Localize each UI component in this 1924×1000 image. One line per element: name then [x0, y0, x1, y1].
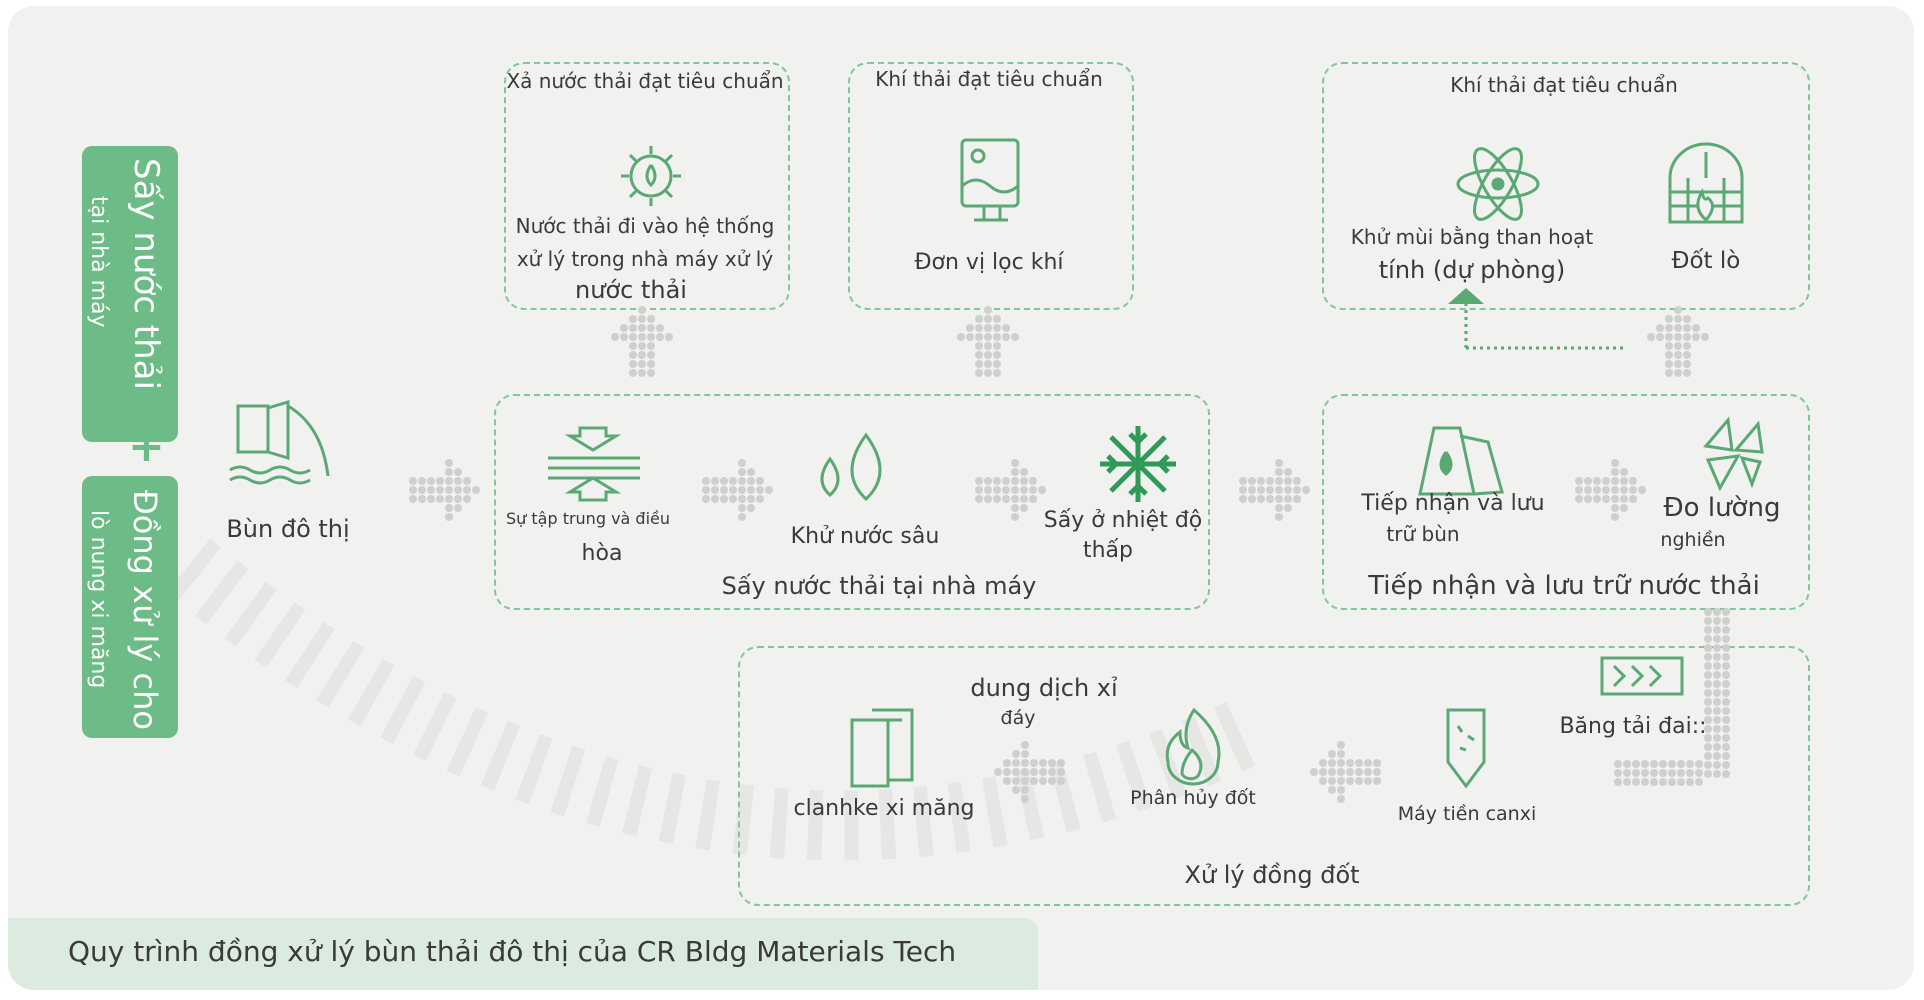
- drying-step1-line2: hòa: [581, 541, 623, 566]
- drying-step3-line1: Sấy ở nhiệt độ: [1043, 508, 1203, 533]
- output-gas2-box: [1322, 62, 1810, 310]
- side-panel-top: Sấy nước thải tại nhà máy: [82, 146, 178, 442]
- output-wastewater-line3: nước thải: [575, 276, 687, 304]
- snowflake-icon: [1100, 426, 1176, 502]
- side-bottom-subtitle: lò nung xi măng: [86, 510, 111, 689]
- storage-box: [1322, 394, 1810, 610]
- atom-icon: [1456, 147, 1540, 221]
- sludge-pipe-icon: [229, 399, 330, 485]
- coprocess-decompose: Phân hủy đốt: [1130, 787, 1256, 809]
- coprocess-box: [738, 646, 1810, 906]
- arrow-up-gas: [957, 306, 1019, 377]
- output-gas2-title: Khí thải đạt tiêu chuẩn: [1450, 73, 1678, 97]
- storage-step2-line1: Đo lường: [1663, 493, 1781, 523]
- arrow-decompose-to-clinker: [994, 741, 1065, 803]
- crusher-icon: [1703, 416, 1764, 492]
- storage-step2-line2: nghiền: [1660, 529, 1726, 551]
- background-arc: [166, 538, 1273, 861]
- coprocess-precalciner: Máy tiền canxi: [1397, 803, 1537, 825]
- output-gas2-deodorize-line1: Khử mùi bằng than hoạt: [1350, 225, 1594, 249]
- drying-step2: Khử nước sâu: [790, 524, 940, 549]
- arrow-up-furnace: [1647, 306, 1709, 377]
- side-top-subtitle: tại nhà máy: [86, 196, 111, 328]
- drying-step3-line2: thấp: [1082, 538, 1133, 563]
- water-gear-icon: [621, 146, 681, 206]
- output-wastewater-line1: Nước thải đi vào hệ thống: [515, 214, 775, 238]
- coprocess-clinker: clanhke xi măng: [793, 796, 975, 821]
- press-icon: [548, 426, 640, 502]
- deodorize-bypass-arrow: [1448, 288, 1624, 350]
- storage-step1-line2: trữ bùn: [1386, 522, 1460, 546]
- drying-title: Sấy nước thải tại nhà máy: [721, 572, 1037, 600]
- storage-title: Tiếp nhận và lưu trữ nước thải: [1368, 571, 1760, 601]
- coprocess-conveyor: Băng tải đai::: [1559, 714, 1707, 739]
- output-wastewater-title: Xả nước thải đạt tiêu chuẩn: [506, 69, 784, 93]
- start-label: Bùn đô thị: [226, 515, 350, 543]
- output-wastewater-box: [504, 62, 790, 310]
- output-gas2-deodorize-line2: tính (dự phòng): [1378, 256, 1566, 284]
- precalciner-icon: [1446, 708, 1486, 789]
- arrow-up-wastewater: [611, 306, 673, 377]
- arrow-storage-to-conveyor: [1614, 608, 1730, 786]
- arrow-drying-1-2: [702, 459, 773, 521]
- coprocess-liquid-line2: đáy: [1000, 707, 1036, 729]
- arrow-start-to-drying: [409, 459, 480, 521]
- silo-icon: [1418, 426, 1504, 496]
- coprocess-title: Xử lý đồng đốt: [1184, 861, 1360, 889]
- arrow-storage-1-2: [1575, 459, 1646, 521]
- storage-step1-line1: Tiếp nhận và lưu: [1361, 491, 1545, 516]
- water-drops-icon: [820, 432, 882, 502]
- coprocess-liquid-line1: dung dịch xỉ: [970, 674, 1118, 702]
- drying-box: [494, 394, 1210, 610]
- arrow-precalciner-to-decompose: [1310, 741, 1381, 803]
- clinker-icon: [850, 708, 914, 788]
- side-top-title: Sấy nước thải: [126, 158, 166, 390]
- drying-step1-line1: Sự tập trung và điều: [505, 509, 671, 528]
- flame-icon: [1165, 707, 1221, 786]
- flow-arrows: [409, 306, 1730, 803]
- output-wastewater-line2: xử lý trong nhà máy xử lý: [516, 247, 774, 271]
- output-gas-label: Đơn vị lọc khí: [914, 250, 1064, 275]
- arrow-drying-2-3: [975, 459, 1046, 521]
- conveyor-icon: [1600, 656, 1684, 696]
- air-filter-icon: [960, 138, 1020, 222]
- footer-caption: Quy trình đồng xử lý bùn thải đô thị của…: [68, 935, 957, 968]
- arrow-drying-to-storage: [1239, 459, 1310, 521]
- side-bottom-title: Đồng xử lý cho: [126, 490, 164, 730]
- diagram-canvas: Sấy nước thải tại nhà máy + Đồng xử lý c…: [8, 6, 1914, 990]
- output-gas2-furnace-label: Đốt lò: [1671, 248, 1741, 274]
- side-plus: +: [128, 421, 165, 472]
- footer-banner: Quy trình đồng xử lý bùn thải đô thị của…: [8, 918, 1038, 990]
- output-gas-title: Khí thải đạt tiêu chuẩn: [875, 67, 1103, 91]
- furnace-icon: [1668, 142, 1744, 224]
- side-panel-bottom: Đồng xử lý cho lò nung xi măng: [82, 476, 178, 738]
